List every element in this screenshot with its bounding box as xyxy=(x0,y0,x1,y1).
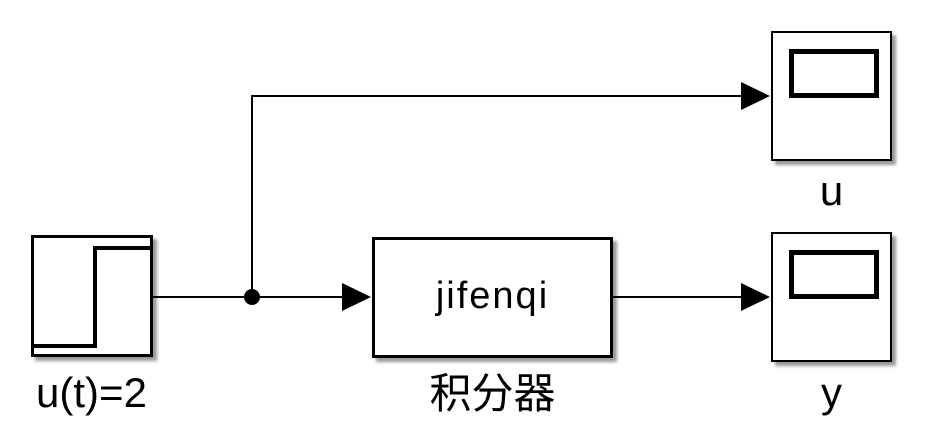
wire-step-to-integrator-arrowhead[interactable] xyxy=(342,283,371,311)
scope-display-icon xyxy=(789,49,879,98)
integrator-block[interactable]: jifenqi xyxy=(372,237,613,358)
scope-u-label: u xyxy=(819,167,844,214)
step-source-block[interactable] xyxy=(31,235,153,357)
scope-y-block[interactable] xyxy=(771,232,892,362)
scope-display-icon xyxy=(789,250,879,299)
scope-y-label: y xyxy=(821,369,842,416)
integrator-label: 积分器 xyxy=(429,372,556,418)
wire-branch-to-scope-u-arrowhead[interactable] xyxy=(741,82,770,110)
branch-point[interactable] xyxy=(244,289,260,305)
scope-u-block[interactable] xyxy=(771,31,892,161)
wire-integrator-to-scope-y-arrowhead[interactable] xyxy=(741,283,770,311)
step-source-label: u(t)=2 xyxy=(36,369,147,416)
integrator-block-text: jifenqi xyxy=(435,274,550,317)
